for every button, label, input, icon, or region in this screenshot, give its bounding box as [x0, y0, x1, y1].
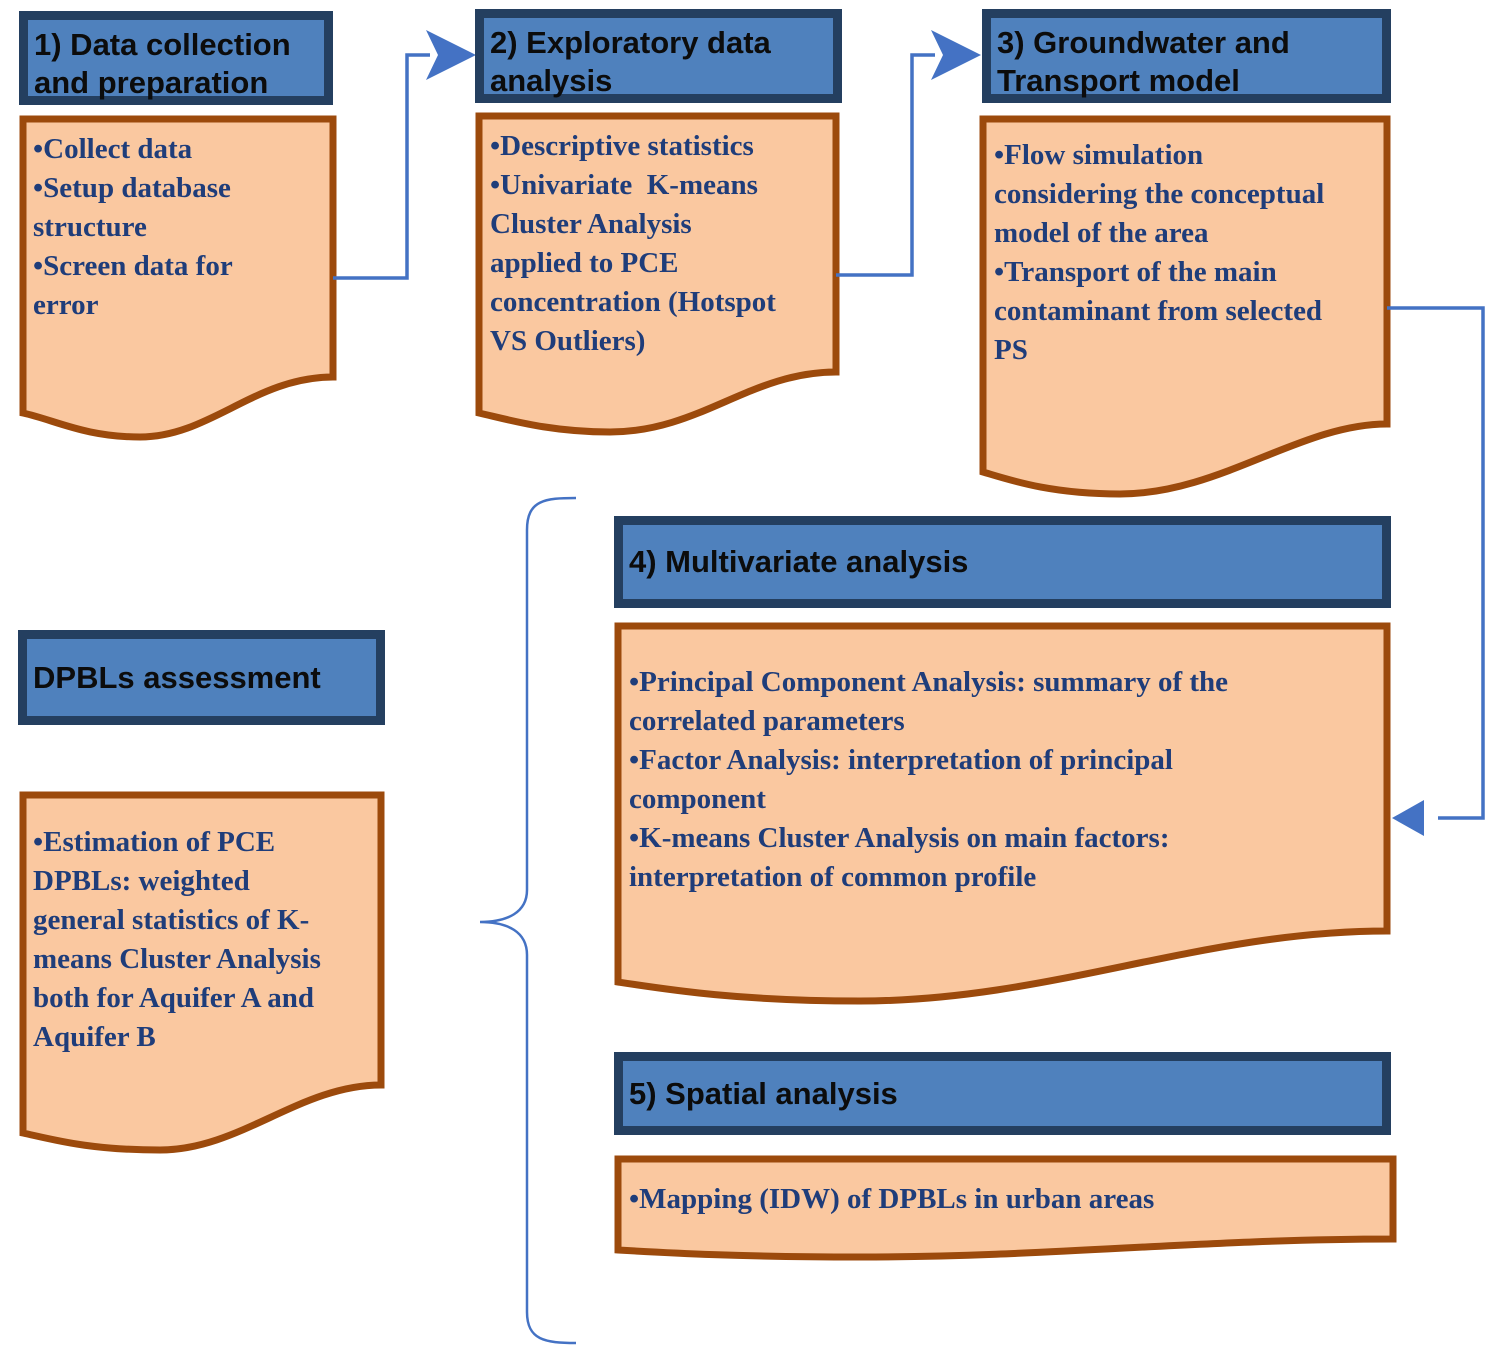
step1-title-line1: 1) Data collection [34, 27, 291, 62]
connector-step1-to-step2 [333, 53, 430, 280]
step5-item-1: •Mapping (IDW) of DPBLs in urban areas [629, 1183, 1155, 1215]
connector-step2-to-step3 [836, 53, 935, 277]
dpbls-document-shape [19, 791, 385, 1154]
step2-title-line1: 2) Exploratory data [490, 25, 771, 60]
step1-item-3: •Screen data for error [33, 250, 233, 321]
step4-document-shape [614, 622, 1391, 1005]
step4-item-1: •Principal Component Analysis: summary o… [629, 666, 1229, 737]
step2-item-1: •Descriptive statistics [490, 130, 754, 162]
dpbls-title: DPBLs assessment [33, 659, 321, 695]
step4-items: •Principal Component Analysis: summary o… [629, 663, 1384, 897]
step3-header: 3) Groundwater and Transport model [982, 9, 1391, 103]
step3-item-1: •Flow simulation considering the concept… [994, 139, 1325, 249]
step1-title-line2: and preparation [34, 65, 269, 100]
step1-items: •Collect data •Setup database structure … [33, 130, 328, 325]
step4-title: 4) Multivariate analysis [629, 544, 969, 579]
step5-document-shape [614, 1155, 1397, 1261]
dpbls-item-1: •Estimation of PCE DPBLs: weighted gener… [33, 826, 321, 1053]
step3-item-2: •Transport of the main contaminant from … [994, 256, 1323, 366]
step4-item-3: •K-means Cluster Analysis on main factor… [629, 822, 1170, 893]
connector-step3-to-step4 [1387, 306, 1485, 820]
step1-item-2: •Setup database structure [33, 172, 231, 243]
arrowhead-step2-to-step3 [931, 30, 981, 80]
step3-document-shape [979, 115, 1391, 498]
step3-title-line1: 3) Groundwater and [997, 25, 1290, 60]
dpbls-items: •Estimation of PCE DPBLs: weighted gener… [33, 823, 378, 1057]
arrowhead-step1-to-step2 [426, 30, 476, 80]
step1-document-shape [19, 115, 337, 441]
step1-item-1: •Collect data [33, 133, 193, 165]
step3-title-line2: Transport model [997, 63, 1240, 98]
step3-items: •Flow simulation considering the concept… [994, 136, 1384, 370]
grouping-brace [479, 496, 577, 1345]
step2-item-2: •Univariate K-means Cluster Analysis app… [490, 169, 776, 357]
step2-title-line2: analysis [490, 63, 613, 98]
step4-item-2: •Factor Analysis: interpretation of prin… [629, 744, 1173, 815]
step1-header: 1) Data collection and preparation [19, 11, 333, 105]
dpbls-header: DPBLs assessment [18, 630, 385, 725]
step5-items: •Mapping (IDW) of DPBLs in urban areas [629, 1180, 1389, 1219]
step2-document-shape [475, 112, 840, 436]
step2-items: •Descriptive statistics •Univariate K-me… [490, 127, 832, 361]
step4-header: 4) Multivariate analysis [614, 516, 1391, 608]
step5-title: 5) Spatial analysis [629, 1075, 898, 1111]
arrowhead-step3-to-step4 [1392, 800, 1424, 836]
step5-header: 5) Spatial analysis [614, 1052, 1391, 1135]
step2-header: 2) Exploratory data analysis [475, 9, 842, 103]
